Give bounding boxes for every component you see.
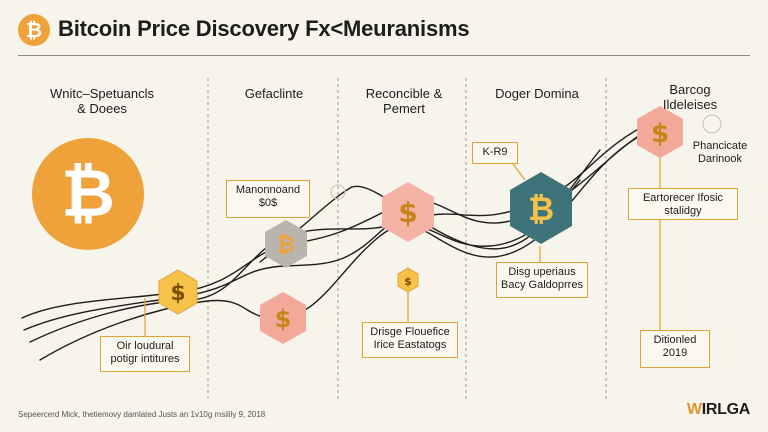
label-phancicate-line2: Darinook [697, 153, 743, 165]
box-ditionled: Ditionled 2019 [640, 330, 710, 368]
box-eartorecer-line1: Eartorecer Ifosic [642, 192, 724, 204]
node-coin-gray-symbol: ₿ [277, 233, 295, 258]
box-k-r9-line1: K-R9 [482, 146, 508, 158]
faint-coin-icon-1 [330, 184, 346, 200]
node-coin-small-yellow-symbol: $ [404, 275, 412, 288]
node-coin-teal-symbol: ₿ [528, 190, 554, 228]
node-coin-pink-low [260, 292, 306, 344]
bitcoin-logo-icon: ₿ [18, 14, 50, 46]
faint-coin-icon-2 [702, 114, 722, 134]
column-head-4-line1: Doger Domina [495, 86, 579, 101]
page-title: Bitcoin Price Discovery Fx<Meuranisms [58, 16, 470, 41]
box-disg-uperiaus-line2: Bacy Galdoprres [501, 279, 583, 291]
box-k-r9: K-R9 [472, 142, 518, 164]
column-head-3-line2: Pemert [383, 101, 425, 116]
label-phancicate-line1: Phancicate [692, 140, 748, 152]
column-head-1: Wnitc–Spetuancls & Doees [12, 86, 192, 116]
box-drisge-flouefice-line1: Drisge Flouefice [370, 326, 450, 338]
node-coin-gray [265, 220, 307, 268]
column-head-3-line1: Reconcible & [365, 86, 443, 101]
column-head-5: Barcog Ildeleises [620, 82, 760, 112]
footnote: Sepeercerd Mick, thetiemovy damlated Jus… [18, 410, 266, 419]
node-coin-pink-mid [382, 182, 434, 242]
node-coin-small-yellow [397, 267, 419, 293]
node-coin-teal [510, 172, 572, 244]
column-head-2-line1: Gefaclinte [244, 86, 304, 101]
box-disg-uperiaus-line1: Disg uperiaus [508, 266, 576, 278]
node-coin-yellow [158, 269, 198, 315]
header-divider [18, 55, 750, 56]
column-head-1-line1: Wnitc–Spetuancls [49, 86, 155, 101]
box-drisge-flouefice: Drisge Flouefice Irice Eastatogs [362, 322, 458, 358]
node-coin-pink-top-shape [637, 106, 683, 158]
column-head-2: Gefaclinte [214, 86, 334, 101]
header: ₿ Bitcoin Price Discovery Fx<Meuranisms [0, 0, 768, 62]
column-head-3: Reconcible & Pemert [344, 86, 464, 116]
node-coin-pink-low-shape [260, 292, 306, 344]
node-coin-pink-mid-symbol: $ [398, 196, 417, 229]
brand-logo-mark: W [686, 401, 702, 418]
box-oir-loudural-line2: potigr intitures [110, 353, 180, 365]
bitcoin-coin-icon: ₿ [32, 138, 144, 250]
box-drisge-flouefice-line2: Irice Eastatogs [373, 339, 447, 351]
box-manonnoand-line2: $0$ [258, 197, 278, 209]
node-coin-gray-shape [265, 220, 307, 268]
brand-logo-text: IRLGA [701, 401, 751, 418]
node-coin-pink-top [637, 106, 683, 158]
node-coin-pink-top-symbol: $ [651, 119, 669, 149]
box-ditionled-line1: Ditionled [653, 334, 697, 346]
box-ditionled-line2: 2019 [662, 347, 688, 359]
box-eartorecer: Eartorecer Ifosic stalidgy [628, 188, 738, 220]
node-coin-yellow-shape [158, 269, 198, 315]
box-oir-loudural: Oir loudural potigr intitures [100, 336, 190, 372]
column-head-5-line2: Ildeleises [662, 97, 718, 112]
node-coin-teal-shape [510, 172, 572, 244]
box-eartorecer-line2: stalidgy [664, 205, 702, 217]
column-head-5-line1: Barcog [669, 82, 711, 97]
column-head-1-line2: & Doees [77, 101, 127, 116]
brand-logo: WIRLGA [687, 401, 750, 419]
node-coin-pink-mid-shape [382, 182, 434, 242]
box-disg-uperiaus: Disg uperiaus Bacy Galdoprres [496, 262, 588, 298]
box-manonnoand: Manonnoand $0$ [226, 180, 310, 218]
node-coin-yellow-symbol: $ [170, 281, 185, 306]
node-coin-pink-low-symbol: $ [275, 305, 292, 333]
box-oir-loudural-line1: Oir loudural [116, 340, 174, 352]
label-phancicate: Phancicate Darinook [680, 140, 760, 166]
box-manonnoand-line1: Manonnoand [235, 184, 301, 196]
column-head-4: Doger Domina [472, 86, 602, 101]
node-coin-small-yellow-shape [397, 267, 419, 293]
